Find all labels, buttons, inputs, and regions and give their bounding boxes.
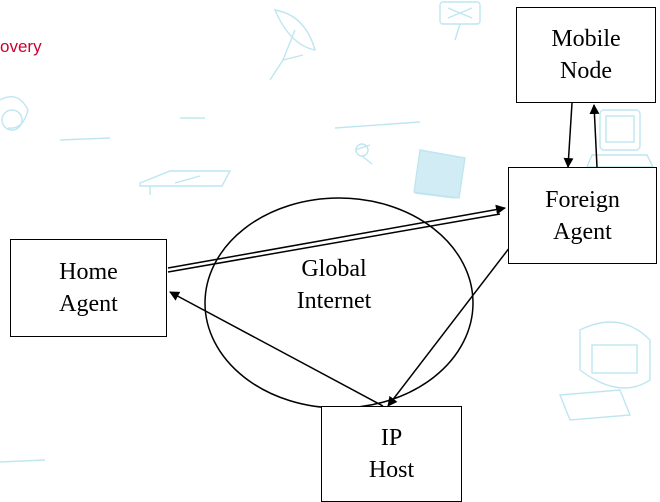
- satellite-icon: [439, 1, 481, 41]
- foreign-agent-label-line2: Agent: [553, 218, 612, 245]
- satellite-dish-icon: [269, 9, 316, 81]
- mobile-node-label-line2: Node: [560, 58, 612, 84]
- global-internet-label: Global Internet: [272, 253, 396, 317]
- foreign-agent-label-line1: Foreign: [545, 186, 620, 213]
- global-internet-label-line2: Internet: [296, 288, 372, 314]
- dash-decor: [0, 459, 46, 463]
- ip-host-label-line1: IP: [380, 425, 403, 451]
- dash-decor: [334, 121, 421, 129]
- home-agent-label-line2: Agent: [59, 291, 118, 317]
- tunnel-line: [167, 213, 501, 273]
- dash-decor: [59, 137, 111, 141]
- mobile-node-label-line1: Mobile: [551, 26, 621, 52]
- home-agent-label-line1: Home: [59, 259, 118, 285]
- foreign-to-mobile-arrow: [589, 104, 600, 168]
- laptop-icon: [585, 109, 655, 168]
- computer-icon: [354, 143, 373, 165]
- mobile-to-foreign-arrow: [563, 102, 574, 168]
- foreign-to-host-arrow: [387, 246, 511, 407]
- monitor-icon: [413, 149, 466, 199]
- building-icon: [139, 170, 232, 195]
- slide-title: overy: [0, 37, 42, 56]
- global-internet-label-line1: Global: [301, 256, 367, 282]
- foreign-agent-box: Foreign Agent: [508, 167, 657, 264]
- home-agent-box: Home Agent: [10, 239, 167, 337]
- tunnel-arrow: [167, 204, 506, 269]
- host-to-home-arrow: [169, 291, 384, 407]
- mobile-node-box: Mobile Node: [516, 7, 656, 103]
- ip-host-label-line2: Host: [368, 457, 415, 483]
- computer-icon: [558, 321, 651, 421]
- person-icon: [0, 96, 29, 131]
- ip-host-box: IP Host: [321, 406, 462, 502]
